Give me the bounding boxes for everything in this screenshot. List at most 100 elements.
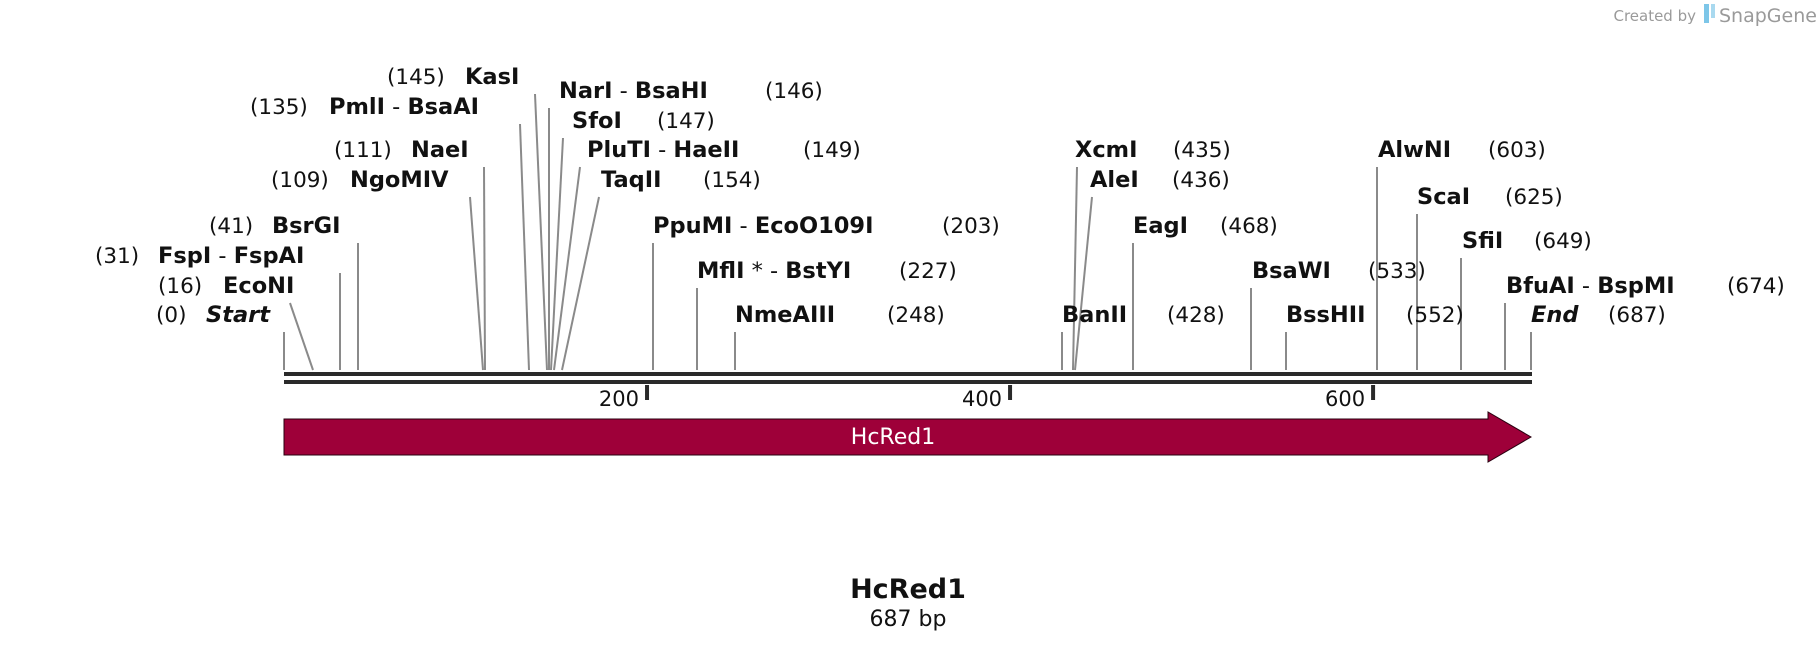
created-by-text: Created by xyxy=(1613,7,1696,25)
site-line xyxy=(1072,166,1078,371)
site-line xyxy=(469,196,484,371)
enzyme-name[interactable]: FspI - FspAI xyxy=(158,243,304,269)
site-label[interactable]: BanII (428) xyxy=(1062,302,1225,328)
site-label[interactable]: AlwNI(603) xyxy=(1378,137,1546,163)
enzyme-name[interactable]: NmeAIII xyxy=(735,302,835,328)
enzyme-name[interactable]: PluTI - HaeII xyxy=(587,137,739,163)
enzyme-name[interactable]: SfoI xyxy=(572,108,622,134)
site-label[interactable]: NaeI (111) xyxy=(334,137,469,163)
enzyme-name[interactable]: BanII xyxy=(1062,302,1127,328)
site-label[interactable]: NarI - BsaHI (146) xyxy=(559,78,823,104)
site-label[interactable]: EcoNI (16) xyxy=(158,273,294,299)
feature-label: HcRed1 xyxy=(851,425,935,450)
site-position: (436) xyxy=(1172,168,1230,193)
site-position: (0) xyxy=(156,303,186,328)
site-labels: Start(0)EcoNI(16)FspI - FspAI(31)BsrGI(4… xyxy=(95,64,1785,328)
enzyme-name[interactable]: AlwNI xyxy=(1378,137,1451,163)
site-label[interactable]: BsrGI(41) xyxy=(209,213,340,239)
site-line xyxy=(483,166,486,371)
enzyme-name[interactable]: MflI * - BstYI xyxy=(697,258,851,284)
enzyme-name[interactable]: KasI xyxy=(465,64,519,90)
enzyme-name[interactable]: BfuAI - BspMI xyxy=(1506,273,1675,299)
site-line xyxy=(550,137,564,371)
enzyme-name[interactable]: EagI xyxy=(1133,213,1188,239)
enzyme-name[interactable]: BssHII xyxy=(1286,302,1366,328)
site-position: (468) xyxy=(1220,214,1278,239)
site-line xyxy=(289,302,314,371)
enzyme-name[interactable]: ScaI xyxy=(1417,184,1470,210)
site-label[interactable]: BssHII (552) xyxy=(1286,302,1464,328)
feature-hcred1[interactable]: HcRed1 xyxy=(283,411,1532,463)
site-label[interactable]: ScaI (625) xyxy=(1417,184,1563,210)
site-position: (625) xyxy=(1505,185,1563,210)
site-label[interactable]: BfuAI - BspMI (674) xyxy=(1506,273,1785,299)
site-label[interactable]: Start (0) xyxy=(156,302,271,328)
site-label[interactable]: KasI (145) xyxy=(387,64,519,90)
site-position: (674) xyxy=(1727,274,1785,299)
enzyme-name[interactable]: BsrGI xyxy=(272,213,340,239)
site-label[interactable]: AleI (436) xyxy=(1090,167,1230,193)
site-lines xyxy=(283,93,1532,371)
site-label[interactable]: PluTI - HaeII (149) xyxy=(587,137,861,163)
site-label[interactable]: SfoI (147) xyxy=(572,108,715,134)
site-position: (146) xyxy=(765,79,823,104)
feature-arrow-shape[interactable] xyxy=(283,411,1532,463)
site-position: (227) xyxy=(899,259,957,284)
sequence-length: 687 bp xyxy=(870,607,947,632)
site-line xyxy=(534,93,548,371)
site-position: (533) xyxy=(1368,259,1426,284)
sequence-backbone xyxy=(284,372,1532,384)
ruler-tick-label: 400 xyxy=(962,387,1002,411)
site-line xyxy=(553,166,581,371)
site-label[interactable]: End (687) xyxy=(1531,302,1666,328)
sequence-name: HcRed1 xyxy=(850,574,966,605)
site-line xyxy=(519,123,530,371)
enzyme-name[interactable]: PpuMI - EcoO109I xyxy=(653,213,873,239)
enzyme-name[interactable]: NaeI xyxy=(411,137,469,163)
site-label[interactable]: TaqII (154) xyxy=(601,167,761,193)
enzyme-name[interactable]: NgoMIV xyxy=(350,167,449,193)
site-label[interactable]: FspI - FspAI (31) xyxy=(95,243,304,269)
enzyme-name[interactable]: XcmI xyxy=(1075,137,1138,163)
site-position: (16) xyxy=(158,274,202,299)
site-position: (147) xyxy=(657,109,715,134)
site-line xyxy=(561,196,600,371)
enzyme-name[interactable]: Start xyxy=(206,302,271,328)
enzyme-name[interactable]: TaqII xyxy=(601,167,661,193)
site-label[interactable]: MflI * - BstYI (227) xyxy=(697,258,957,284)
site-position: (428) xyxy=(1167,303,1225,328)
enzyme-name[interactable]: BsaWI xyxy=(1252,258,1331,284)
snapgene-logo-icon xyxy=(1704,4,1715,23)
snapgene-brand: SnapGene xyxy=(1719,5,1816,27)
site-label[interactable]: PmlI - BsaAI (135) xyxy=(250,94,479,120)
site-position: (649) xyxy=(1534,229,1592,254)
enzyme-name[interactable]: AleI xyxy=(1090,167,1139,193)
ruler-tick-label: 200 xyxy=(599,387,639,411)
enzyme-name[interactable]: EcoNI xyxy=(223,273,294,299)
site-position: (149) xyxy=(803,138,861,163)
site-label[interactable]: XcmI (435) xyxy=(1075,137,1231,163)
enzyme-name[interactable]: PmlI - BsaAI xyxy=(329,94,479,120)
site-position: (135) xyxy=(250,95,308,120)
enzyme-name[interactable]: End xyxy=(1531,302,1579,328)
site-position: (109) xyxy=(271,168,329,193)
site-label[interactable]: NmeAIII(248) xyxy=(735,302,945,328)
site-position: (203) xyxy=(942,214,1000,239)
site-position: (154) xyxy=(703,168,761,193)
site-position: (435) xyxy=(1173,138,1231,163)
site-label[interactable]: PpuMI - EcoO109I (203) xyxy=(653,213,1000,239)
site-position: (552) xyxy=(1406,303,1464,328)
site-label[interactable]: NgoMIV (109) xyxy=(271,167,449,193)
site-label[interactable]: BsaWI (533) xyxy=(1252,258,1426,284)
enzyme-name[interactable]: NarI - BsaHI xyxy=(559,78,708,104)
site-line xyxy=(1074,196,1093,371)
enzyme-name[interactable]: SfiI xyxy=(1462,228,1503,254)
site-position: (111) xyxy=(334,138,392,163)
site-position: (687) xyxy=(1608,303,1666,328)
site-position: (145) xyxy=(387,65,445,90)
site-label[interactable]: EagI (468) xyxy=(1133,213,1278,239)
site-position: (31) xyxy=(95,244,139,269)
site-label[interactable]: SfiI (649) xyxy=(1462,228,1592,254)
